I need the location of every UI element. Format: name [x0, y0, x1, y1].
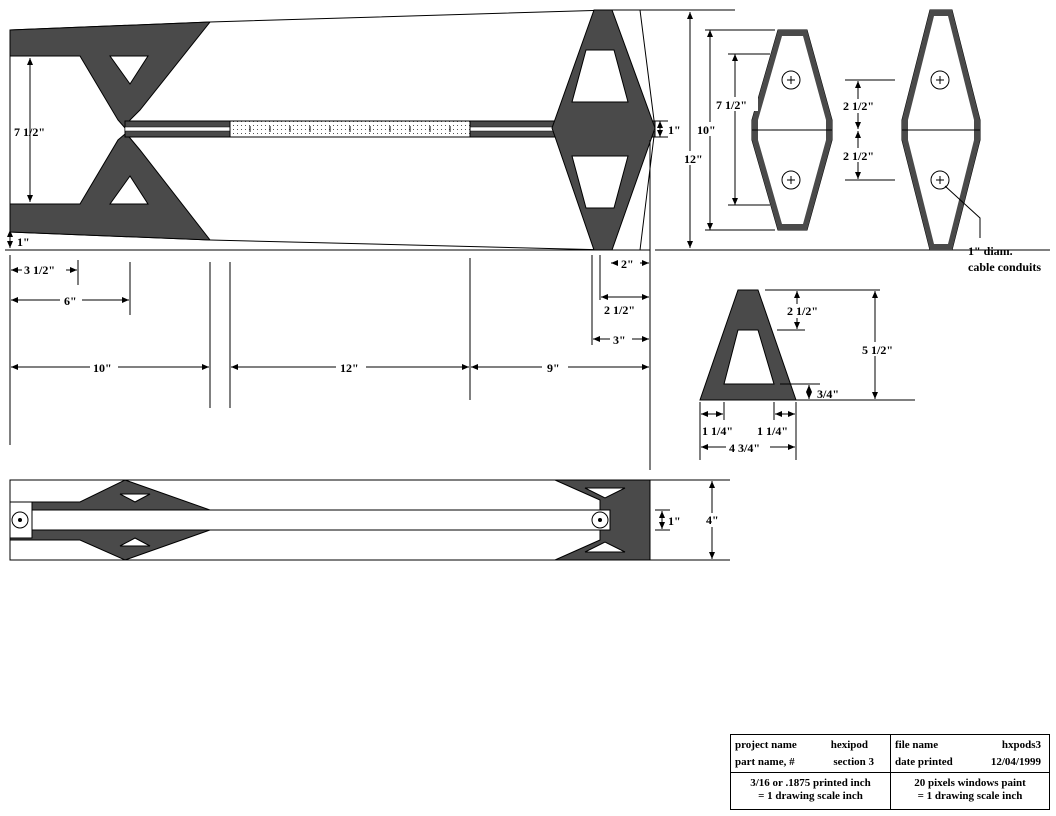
dim-end-plate-inner: 10" [694, 29, 775, 231]
svg-text:9": 9" [547, 361, 560, 375]
dim-end-plate-outer: 12" [682, 12, 708, 248]
svg-text:12": 12" [340, 361, 359, 375]
svg-text:1": 1" [668, 514, 681, 528]
svg-text:cable conduits: cable conduits [968, 260, 1041, 274]
pad-left [751, 29, 833, 231]
dim-bottom-height: 4" [650, 479, 730, 561]
insert-ticks [249, 126, 451, 132]
svg-text:2 1/2": 2 1/2" [604, 303, 635, 317]
dim-shaft-width: 1" [655, 120, 681, 138]
dim-end-offset-2: 2 1/2" [601, 294, 649, 317]
pad-right [901, 9, 981, 251]
svg-text:4 3/4": 4 3/4" [729, 441, 760, 455]
file-value: hxpods3 [1001, 739, 1041, 751]
dim-tri-top: 2 1/2" [765, 289, 880, 331]
scale-note-print-line1: 3/16 or .1875 printed inch [750, 777, 871, 789]
svg-text:10": 10" [93, 361, 112, 375]
dim-bottom-shaft: 1" [655, 509, 681, 531]
svg-text:1": 1" [668, 123, 681, 137]
svg-text:1" diam.: 1" diam. [968, 244, 1013, 258]
dim-end-offset-3: 3" [593, 331, 649, 347]
scale-note-paint-line2: = 1 drawing scale inch [917, 790, 1023, 802]
dim-fork-edge: 1" [5, 230, 650, 251]
svg-text:5 1/2": 5 1/2" [862, 343, 893, 357]
extension-lines [9, 9, 1050, 470]
title-cell-file: file name hxpods3 date printed 12/04/199… [891, 735, 1049, 773]
svg-text:2 1/2": 2 1/2" [843, 99, 874, 113]
conduit-callout: 1" diam. cable conduits [944, 185, 1041, 274]
scale-note-print: 3/16 or .1875 printed inch = 1 drawing s… [731, 773, 891, 809]
svg-text:12": 12" [684, 152, 703, 166]
project-label: project name [735, 739, 797, 751]
end-plate-lower-hole [571, 155, 629, 209]
dim-run-3: 9" [471, 359, 649, 375]
date-label: date printed [895, 756, 953, 768]
svg-text:2": 2" [621, 257, 634, 271]
date-value: 12/04/1999 [990, 756, 1041, 768]
svg-text:3 1/2": 3 1/2" [24, 263, 55, 277]
dim-fork-step-2: 6" [11, 292, 129, 308]
file-label: file name [895, 739, 939, 751]
scale-note-print-line2: = 1 drawing scale inch [758, 790, 863, 802]
project-value: hexipod [830, 739, 868, 751]
dim-fork-height: 7 1/2" [14, 58, 45, 202]
svg-text:2 1/2": 2 1/2" [843, 149, 874, 163]
arm-side-view [9, 479, 651, 561]
svg-text:3": 3" [613, 333, 626, 347]
dim-pad-height: 7 1/2" [714, 53, 770, 206]
svg-text:1 1/4": 1 1/4" [757, 424, 788, 438]
title-cell-project: project name hexipod part name, # sectio… [731, 735, 891, 773]
dim-run-1: 10" [11, 359, 209, 375]
dim-fork-step-1: 3 1/2" [11, 262, 77, 277]
dim-run-2: 12" [231, 359, 469, 375]
fork-upper-hole [109, 55, 149, 85]
fork-lower-hole [109, 175, 149, 205]
title-block: project name hexipod part name, # sectio… [730, 734, 1050, 810]
scale-note-paint: 20 pixels windows paint = 1 drawing scal… [891, 773, 1049, 809]
part-value: section 3 [833, 756, 874, 768]
dim-end-offset-1: 2" [611, 255, 649, 271]
svg-text:6": 6" [64, 294, 77, 308]
svg-text:2 1/2": 2 1/2" [787, 304, 818, 318]
dim-pad-hole-spacing: 2 1/2" 2 1/2" [840, 79, 895, 181]
dim-tri-height: 5 1/2" [796, 291, 915, 401]
end-plate-upper-hole [571, 49, 629, 103]
triangle-bracket [699, 289, 797, 401]
dim-tri-base: 3/4" [780, 383, 839, 401]
svg-text:7 1/2": 7 1/2" [716, 98, 747, 112]
svg-text:7 1/2": 7 1/2" [14, 125, 45, 139]
svg-text:1 1/4": 1 1/4" [702, 424, 733, 438]
dim-tri-widths: 1 1/4" 1 1/4" 4 3/4" [699, 402, 797, 460]
svg-text:10": 10" [697, 123, 716, 137]
svg-text:1": 1" [17, 235, 30, 249]
svg-text:3/4": 3/4" [817, 387, 839, 401]
svg-text:4": 4" [706, 513, 719, 527]
scale-note-paint-line1: 20 pixels windows paint [914, 777, 1026, 789]
arm-top-view [9, 9, 656, 251]
part-label: part name, # [735, 756, 795, 768]
